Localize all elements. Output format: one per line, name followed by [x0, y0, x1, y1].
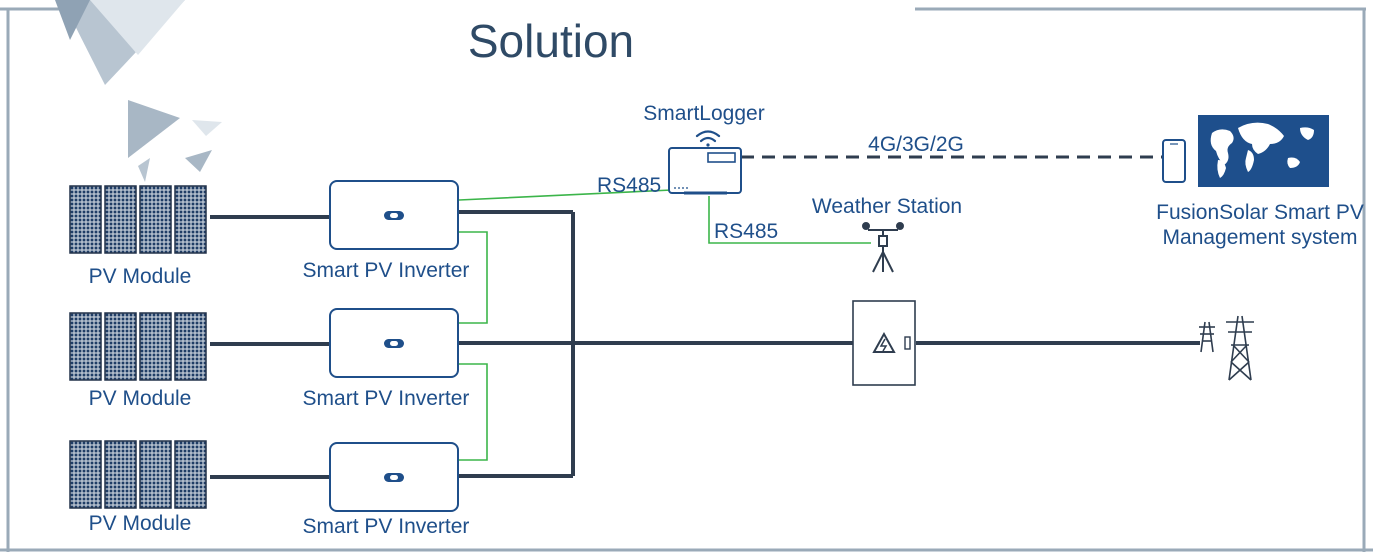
frame	[0, 7, 1373, 552]
ac-combiner-box	[852, 300, 916, 386]
rs485-lines	[458, 189, 871, 461]
inverter-label: Smart PV Inverter	[303, 515, 470, 538]
power-lines	[210, 210, 1200, 479]
management-system-map-icon	[1198, 115, 1329, 187]
weather-station-label: Weather Station	[812, 195, 962, 218]
page-title: Solution	[468, 15, 634, 67]
rs485-label: RS485	[597, 174, 661, 197]
pv-module-3	[70, 441, 206, 508]
management-label-line1: FusionSolar Smart PV	[1156, 201, 1364, 224]
smartlogger-label: SmartLogger	[643, 102, 764, 125]
inverter-label: Smart PV Inverter	[303, 259, 470, 282]
smart-pv-inverter-1	[329, 180, 459, 250]
management-label-line2: Management system	[1163, 226, 1358, 249]
smartphone-icon	[1162, 139, 1186, 183]
decor-triangles	[55, 0, 222, 182]
inverter-label: Smart PV Inverter	[303, 387, 470, 410]
smart-pv-inverter-2	[329, 308, 459, 378]
pv-module-1	[70, 186, 206, 253]
weather-station-icon	[862, 222, 904, 273]
power-grid-tower-icon	[1199, 315, 1254, 381]
pv-module-2	[70, 313, 206, 380]
rs485-label: RS485	[714, 220, 778, 243]
pv-module-label: PV Module	[89, 512, 192, 535]
wifi-icon	[695, 130, 721, 147]
smart-pv-inverter-3	[329, 442, 459, 512]
smartlogger-device	[668, 147, 742, 195]
network-label: 4G/3G/2G	[868, 133, 964, 156]
pv-module-label: PV Module	[89, 387, 192, 410]
pv-module-label: PV Module	[89, 265, 192, 288]
